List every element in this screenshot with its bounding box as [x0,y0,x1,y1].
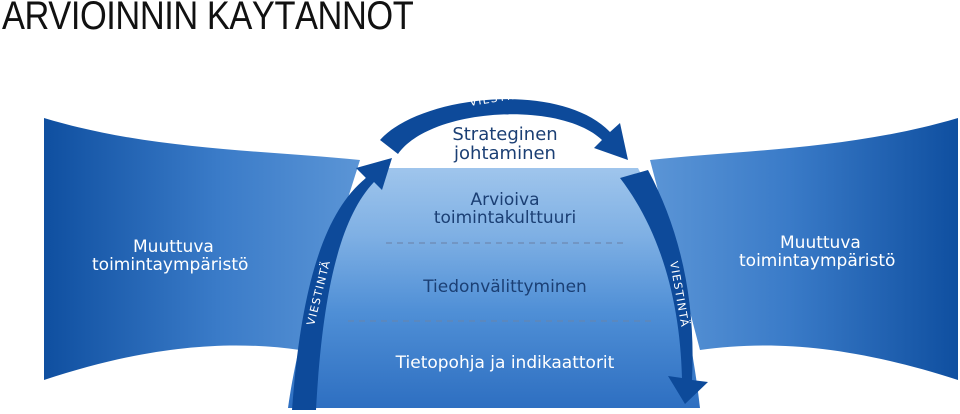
layer1-line2: toimintakulttuuri [434,208,576,228]
right-environment-line2: toimintaympäristö [739,251,895,271]
right-communication-arrow [620,170,708,404]
layer2-text: Tiedonvälittyminen [422,277,587,297]
strategic-management-line1: Strateginen [452,124,557,145]
left-communication-arrow [292,158,392,410]
right-environment-band [650,118,958,380]
layer1-line1: Arvioiva [470,190,539,210]
page-title: ARVIOINNIN KÄYTÄNNÖT [2,0,414,38]
pyramid-dome [288,168,700,408]
strategic-management-line2: johtaminen [453,143,556,164]
left-environment-line2: toimintaympäristö [92,255,248,275]
left-environment-band [44,118,360,380]
layer3-text: Tietopohja ja indikaattorit [395,353,615,373]
right-environment-line1: Muuttuva [780,233,861,253]
left-environment-line1: Muuttuva [133,237,214,257]
top-communication-arrow [380,99,628,160]
